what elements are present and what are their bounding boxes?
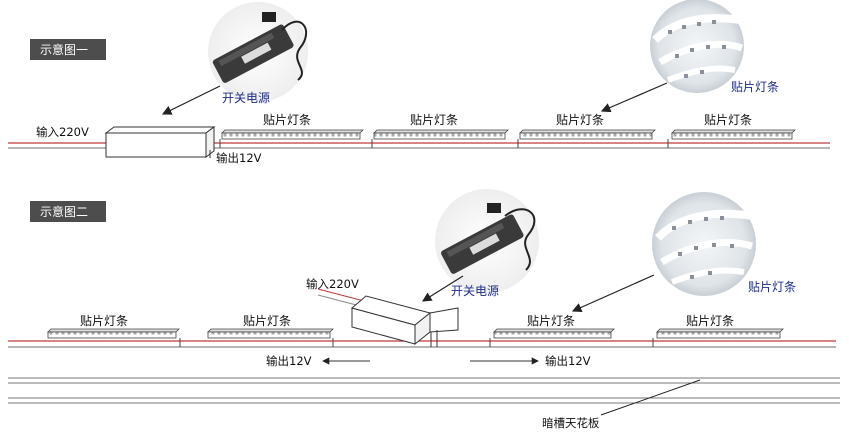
diagram-1-psu-photo bbox=[208, 2, 308, 102]
strip-2-4: 贴片灯条 bbox=[652, 314, 784, 347]
strip-1-2-label: 贴片灯条 bbox=[410, 113, 458, 127]
diagram-2-ceiling-label: 暗槽天花板 bbox=[542, 416, 600, 430]
strip-1-4-label: 贴片灯条 bbox=[704, 113, 752, 127]
diagram-2-title-tag bbox=[30, 201, 106, 222]
diagram-1-psu-box bbox=[104, 126, 216, 158]
strip-2-4-label: 贴片灯条 bbox=[686, 314, 734, 328]
diagram-2-ceiling-pointer bbox=[600, 379, 701, 416]
diagram-2-psu-box bbox=[350, 295, 459, 346]
diagram-1-input-label: 输入220V bbox=[36, 125, 89, 139]
diagram-1-psu-label: 开关电源 bbox=[222, 91, 270, 105]
diagram-1-title-tag bbox=[30, 39, 106, 60]
strip-2-1-label: 贴片灯条 bbox=[80, 314, 128, 328]
diagram-2-led-arrow bbox=[571, 274, 655, 312]
diagram-2-led-photo bbox=[652, 192, 756, 296]
diagram-2-input-label: 输入220V bbox=[306, 277, 359, 291]
diagram-2-ceiling bbox=[8, 377, 840, 404]
diagram-1-led-photo bbox=[650, 0, 744, 93]
diagram-2-psu-label: 开关电源 bbox=[451, 284, 499, 298]
strip-1-2: 贴片灯条 bbox=[371, 113, 509, 148]
diagram-1-title: 示意图一 bbox=[40, 42, 88, 57]
strip-1-4: 贴片灯条 bbox=[667, 113, 796, 148]
diagram-2-led-photo-label: 贴片灯条 bbox=[748, 280, 796, 294]
diagram-2-psu-photo bbox=[435, 189, 539, 293]
strip-1-1: 贴片灯条 bbox=[219, 113, 364, 148]
diagram-1-led-photo-label: 贴片灯条 bbox=[731, 80, 779, 94]
diagram-1-led-arrow bbox=[600, 82, 668, 113]
diagram-1-output-label: 输出12V bbox=[216, 151, 262, 165]
strip-2-1: 贴片灯条 bbox=[47, 314, 181, 347]
strip-2-3-label: 贴片灯条 bbox=[527, 314, 575, 328]
strip-1-3: 贴片灯条 bbox=[517, 113, 656, 148]
strip-2-2-label: 贴片灯条 bbox=[243, 314, 291, 328]
strip-2-3: 贴片灯条 bbox=[489, 314, 615, 347]
diagram-1-psu-arrow bbox=[161, 85, 221, 115]
diagram-2-psu-arrow bbox=[421, 275, 464, 302]
diagram-2-output-right-label: 输出12V bbox=[545, 354, 591, 368]
diagram-2: 示意图二 输入220V 贴片灯条 bbox=[8, 189, 840, 430]
strip-1-3-label: 贴片灯条 bbox=[556, 113, 604, 127]
diagram-2-strips: 贴片灯条 贴片灯条 贴片灯条 贴片灯条 bbox=[47, 314, 784, 347]
diagram-2-title: 示意图二 bbox=[40, 204, 88, 219]
diagram-1-strips: 贴片灯条 贴片灯条 贴片灯条 贴片灯条 bbox=[219, 113, 796, 148]
strip-1-1-label: 贴片灯条 bbox=[263, 113, 311, 127]
diagram-1: 示意图一 输入220V 输出12V 贴片灯条 bbox=[8, 0, 830, 165]
strip-2-2: 贴片灯条 bbox=[207, 314, 334, 347]
diagram-2-output-left-label: 输出12V bbox=[266, 354, 312, 368]
